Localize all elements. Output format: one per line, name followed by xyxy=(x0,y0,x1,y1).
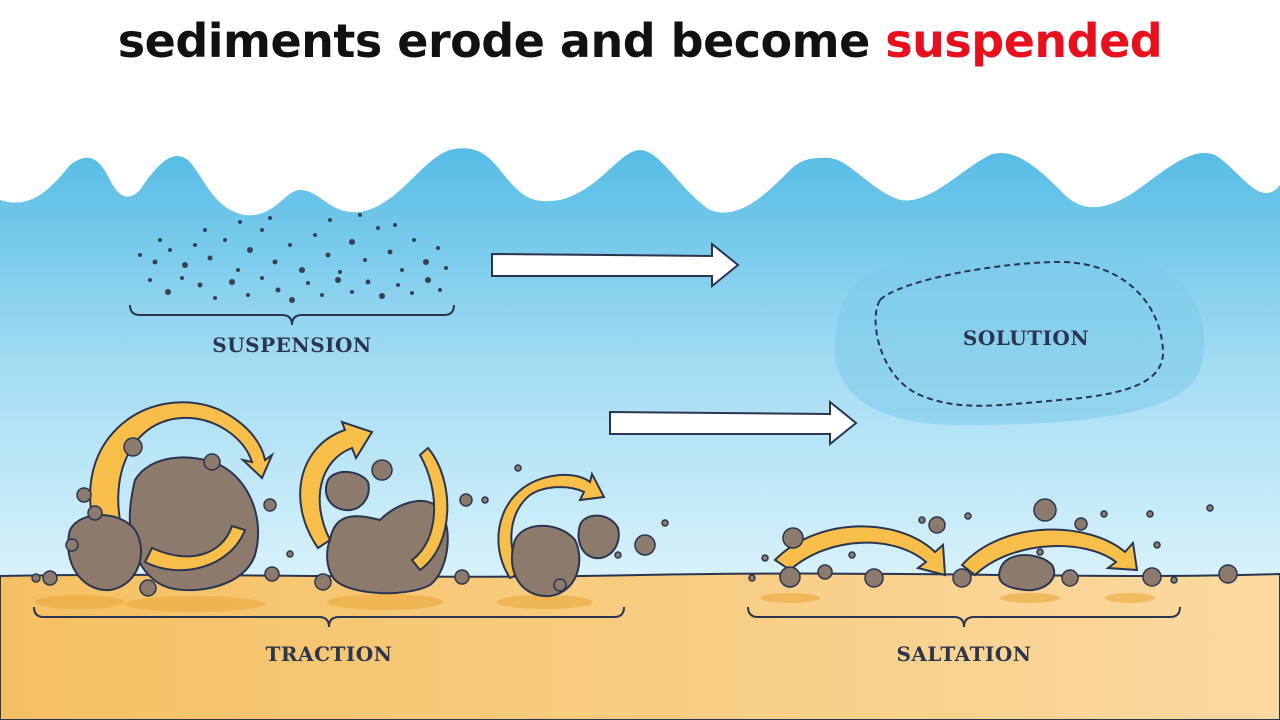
suspension-particles xyxy=(138,213,448,303)
sand-bed xyxy=(0,572,1280,720)
arrow-right-lower xyxy=(609,399,858,447)
saltation-arrow-1 xyxy=(773,525,947,577)
traction-arrow-1-tail xyxy=(143,524,247,572)
rock-mid xyxy=(326,500,449,595)
saltation-rock-big xyxy=(998,554,1055,592)
rock-mid-small xyxy=(325,471,370,512)
slide-title: sediments erode and become suspended xyxy=(0,14,1280,68)
arrow-right-upper xyxy=(491,241,740,289)
saltation-brace xyxy=(747,606,1181,628)
traction-arrow-2 xyxy=(299,420,374,550)
saltation-label: SALTATION xyxy=(896,642,1031,666)
solution-blob xyxy=(834,248,1205,425)
suspension-brace xyxy=(129,304,455,326)
saltation-arrow-2 xyxy=(960,528,1139,577)
rock-right-2 xyxy=(577,514,620,560)
title-prefix: sediments erode and become xyxy=(117,14,886,68)
saltation-group xyxy=(748,498,1238,603)
solution-dashed-outline xyxy=(874,260,1165,407)
traction-group xyxy=(31,401,669,612)
solution-label: SOLUTION xyxy=(963,326,1089,350)
title-highlight: suspended xyxy=(885,14,1163,68)
suspension-label: SUSPENSION xyxy=(212,333,371,357)
traction-label: TRACTION xyxy=(266,642,393,666)
traction-arrow-3 xyxy=(497,471,606,580)
traction-arrow-2-tail xyxy=(410,446,449,572)
rock-right xyxy=(510,524,581,598)
traction-brace xyxy=(33,606,625,628)
